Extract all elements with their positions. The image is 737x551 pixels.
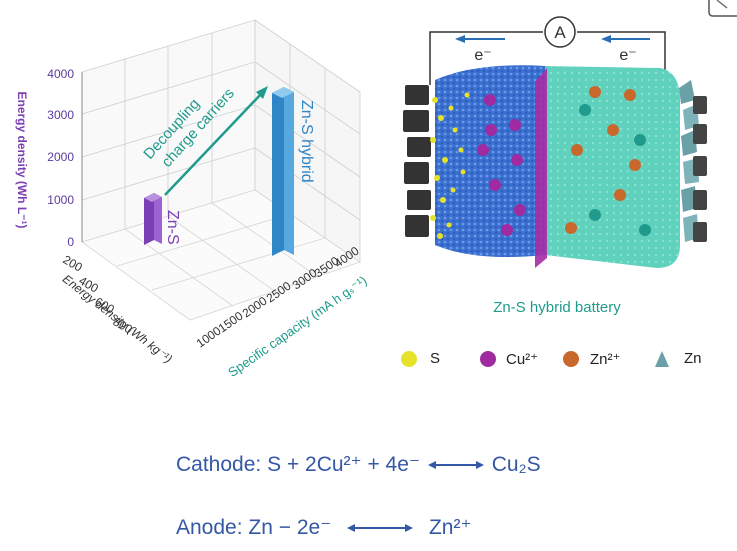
- cathode-label: Cathode:: [176, 453, 262, 476]
- electron-arrowhead-left: [455, 35, 465, 43]
- separator: [535, 68, 547, 268]
- electron-arrowhead-right: [601, 35, 611, 43]
- reversible-arrow-icon: [347, 524, 414, 533]
- legend-markers: [401, 351, 669, 367]
- energy-density-3d-chart: 0 1000 2000 3000 4000 Energy density (Wh…: [15, 19, 370, 380]
- ammeter-symbol: A: [554, 23, 566, 42]
- z-tick: 0: [67, 235, 74, 249]
- zn-ions: [565, 86, 651, 236]
- cathode-current-collector: [403, 85, 431, 237]
- sulfur-particles: [430, 92, 470, 239]
- legend-label-s: S: [430, 350, 441, 367]
- cathode-equation: Cathode: S + 2Cu²⁺ + 4e⁻ Cu₂S: [176, 452, 541, 477]
- z-tick: 4000: [47, 67, 74, 81]
- bar-label-zn-s: Zn-S: [164, 210, 181, 245]
- zn-anode: [679, 80, 707, 242]
- trend-arrow: [164, 92, 263, 196]
- cathode-product: Cu₂S: [491, 453, 541, 476]
- circuit-wire: [429, 31, 666, 85]
- battery-caption: Zn-S hybrid battery: [493, 299, 621, 316]
- bar-zn-s-hybrid: [272, 87, 294, 256]
- anode-reactants: Zn − 2e⁻: [248, 516, 332, 539]
- cathode-reactants: S + 2Cu²⁺ + 4e⁻: [267, 453, 420, 476]
- corner-badge-icon: [708, 0, 737, 17]
- anode-equation: Anode: Zn − 2e⁻ Zn²⁺: [176, 515, 472, 540]
- legend-label-zn: Zn: [684, 350, 702, 367]
- x-tick: 200: [61, 252, 86, 274]
- anode-product: Zn²⁺: [428, 516, 472, 539]
- electron-label-right: e⁻: [619, 47, 636, 64]
- zn-ion-legend-icon: [563, 351, 579, 367]
- ammeter-icon: [544, 16, 576, 48]
- reversible-arrow-icon: [427, 461, 484, 470]
- trend-arrowhead: [256, 86, 268, 99]
- anode-electrolyte-region: [545, 66, 680, 268]
- battery-schematic: A e⁻ e⁻: [403, 16, 707, 316]
- z-tick: 3000: [47, 108, 74, 122]
- bar-zn-s: [144, 193, 162, 245]
- sulfur-legend-icon: [401, 351, 417, 367]
- electron-label-left: e⁻: [474, 47, 491, 64]
- legend-label-zn-ion: Zn²⁺: [590, 351, 621, 368]
- cu-ions: [477, 94, 526, 236]
- z-tick: 2000: [47, 150, 74, 164]
- z-axis-label: Energy density (Wh L⁻¹): [15, 91, 29, 228]
- bar-label-zn-s-hybrid: Zn-S hybrid: [298, 100, 315, 183]
- z-tick: 1000: [47, 193, 74, 207]
- cu-legend-icon: [480, 351, 496, 367]
- anode-label: Anode:: [176, 516, 243, 539]
- zn-legend-icon: [655, 351, 669, 367]
- legend-label-cu: Cu²⁺: [506, 351, 539, 368]
